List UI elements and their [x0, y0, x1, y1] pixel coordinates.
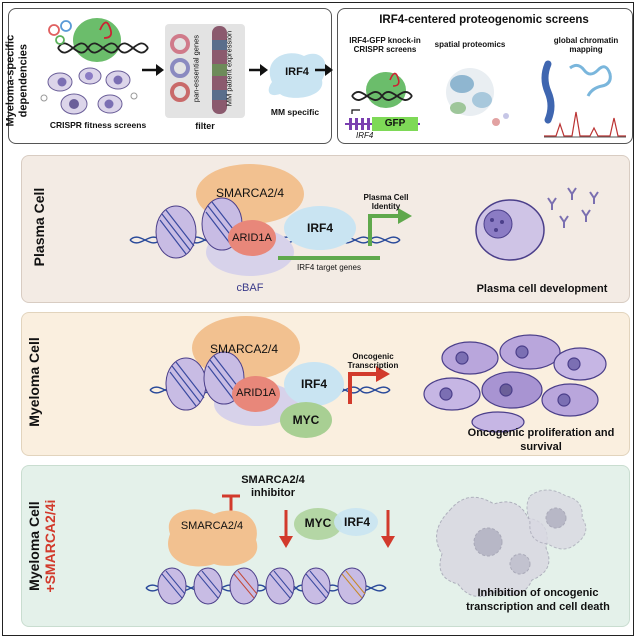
identity-label: Plasma Cell Identity [363, 193, 409, 212]
irf4-blob [284, 206, 356, 250]
transcription-arrow [368, 214, 400, 246]
inhibited-illustration [145, 489, 587, 605]
filter-label: filter [195, 121, 215, 131]
proteogenomic-title: IRF4-centered proteogenomic screens [379, 14, 589, 26]
donut-icon [170, 34, 190, 54]
irf4-blob [284, 362, 344, 406]
plasma-smarca-label: SMARCA2/4 [215, 186, 285, 200]
target-genes-label: IRF4 target genes [296, 263, 362, 272]
irf4-top-label: IRF4 [285, 66, 309, 78]
plasma-cell-icon [475, 199, 545, 261]
plasma-arid-label: ARID1A [232, 232, 272, 244]
cbaf-label: cBAF [236, 282, 264, 294]
plasma-irf4-label: IRF4 [306, 221, 333, 235]
myc-blob [280, 402, 332, 438]
proteogenomic-panel [337, 8, 633, 144]
peaks-icon [544, 111, 626, 137]
inhibitor-label: SMARCA2/4 inhibitor [241, 474, 305, 499]
irf4-blob [334, 508, 378, 536]
myeloma-arid-label: ARID1A [236, 387, 276, 399]
spatial-label: spatial proteomics [434, 40, 506, 49]
gfp-box [372, 117, 418, 131]
dependencies-panel [8, 8, 332, 144]
irf4-gene-label: IRF4 [356, 131, 374, 140]
mm-specific-label: MM specific [270, 107, 320, 117]
cas9-blob [73, 18, 121, 62]
knockin-label: IRF4-GFP knock-in CRISPR screens [349, 36, 421, 55]
myeloma-cluster-icon [423, 334, 607, 433]
gfp-label: GFP [384, 118, 406, 129]
smarca-blob [168, 509, 258, 567]
top-illustrations [40, 18, 626, 138]
plasmid-icon [48, 24, 60, 36]
chromosome-icon [541, 60, 555, 124]
antibody-icon [547, 187, 599, 228]
inhibited-outcome: Inhibition of oncogenic transcription an… [466, 587, 610, 614]
myeloma-myc-label: MYC [292, 413, 320, 427]
myeloma-outcome: Oncogenic proliferation and survival [467, 427, 615, 454]
nucleosome-icon [157, 567, 367, 605]
crispr-label: CRISPR fitness screens [49, 120, 147, 130]
oncogenic-label: Oncogenic Transcription [347, 352, 399, 371]
chromatin-label: global chromatin mapping [553, 36, 619, 55]
arid1a-blob [232, 376, 280, 412]
mm-expression-label: MM patient expression [224, 30, 234, 107]
cell-cluster-icon [40, 67, 138, 115]
target-genes-bar [278, 256, 380, 260]
myeloma-irf4-label: IRF4 [300, 377, 327, 391]
plasma-illustration [129, 164, 599, 276]
myeloma-smarca-label: SMARCA2/4 [209, 342, 279, 356]
myeloma-illustration [149, 316, 607, 438]
pan-essential-label: pan-essential genes [191, 34, 201, 103]
myc-blob [294, 508, 342, 540]
dying-cells-icon [436, 489, 587, 597]
irf4-blob [268, 53, 326, 98]
inhibited-irf4-label: IRF4 [343, 515, 370, 529]
oncogenic-arrow [348, 372, 378, 404]
arid1a-blob [228, 220, 276, 256]
inhibited-smarca-label: SMARCA2/4 [180, 520, 244, 532]
sgrna-icon [99, 21, 113, 39]
plasma-outcome: Plasma cell development [476, 283, 608, 295]
inhibited-myc-label: MYC [304, 516, 332, 530]
